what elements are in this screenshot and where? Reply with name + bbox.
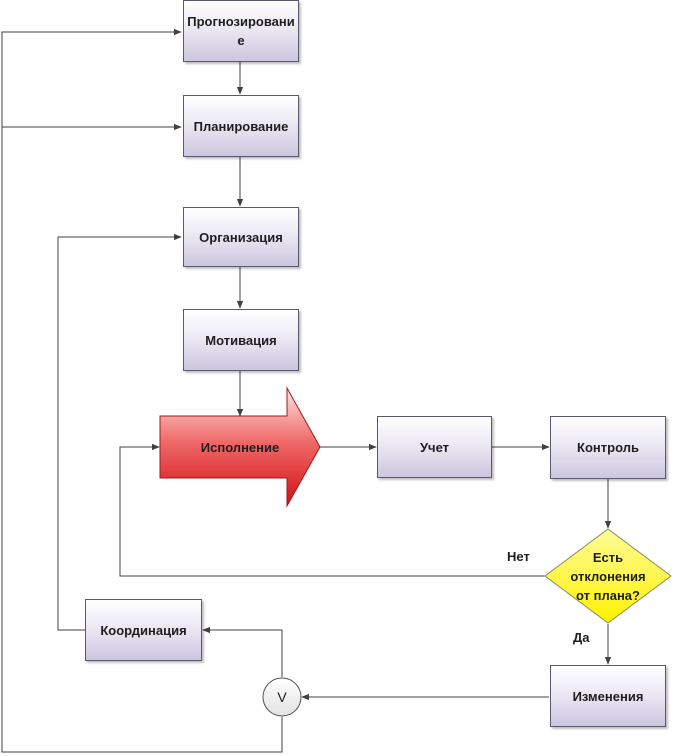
edge-gate-forecasting (1, 28, 283, 753)
node-decision-label: Есть отклонения от плана? (570, 549, 646, 603)
node-coordination: Координация (85, 599, 202, 661)
execution-arrow-shape (159, 386, 321, 508)
connectors (1, 28, 612, 753)
node-organization: Организация (183, 207, 299, 267)
edge-decision-no-execution (119, 443, 545, 577)
node-control: Контроль (550, 416, 666, 479)
edge-label-no: Нет (507, 549, 530, 564)
node-planning: Планирование (183, 95, 299, 157)
node-motivation: Мотивация (183, 309, 299, 371)
edge-gate-coordination (202, 626, 283, 677)
edge-coordination-organization (57, 233, 182, 631)
or-gate-label: V (277, 688, 287, 705)
node-execution-label: Исполнение (200, 439, 280, 455)
or-gate-circle (262, 677, 302, 717)
edge-label-yes: Да (573, 630, 590, 645)
node-changes: Изменения (550, 665, 666, 727)
node-accounting: Учет (377, 416, 492, 478)
node-forecasting: Прогнозирование (183, 0, 299, 62)
decision-diamond-shape (544, 528, 672, 624)
